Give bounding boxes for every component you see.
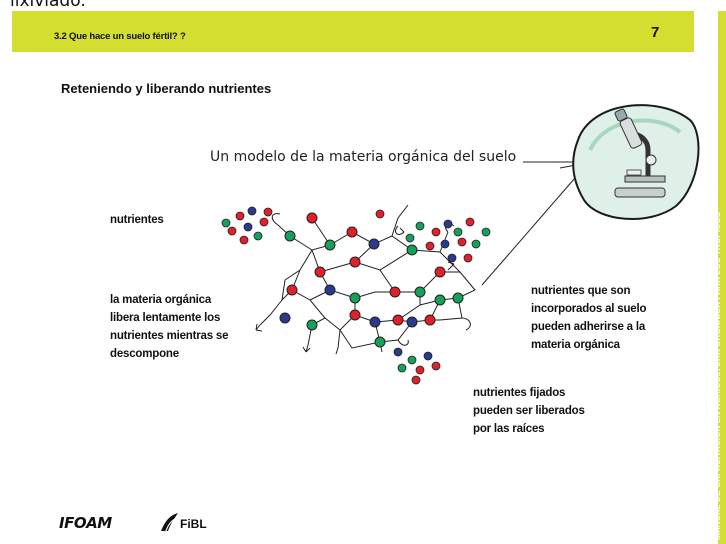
nutrient-node-red — [389, 286, 401, 298]
label-line: la materia orgánica — [110, 294, 212, 306]
nutrient-node-red — [349, 309, 361, 321]
label-line: nutrientes fijados — [473, 387, 566, 399]
free-nutrients-right — [375, 209, 491, 263]
pointer-line — [481, 177, 576, 286]
nutrient-node-red — [434, 266, 446, 278]
label-line: por las raíces — [473, 423, 545, 435]
nutrient-node-green — [374, 336, 386, 348]
side-stripe — [718, 11, 726, 544]
microscope-icon — [572, 104, 700, 220]
top-fragment: lixiviado. — [10, 0, 86, 11]
nutrient-node-red — [424, 314, 436, 326]
diagram-title: Un modelo de la materia orgánica del sue… — [210, 149, 517, 165]
nutrient-node-green — [324, 239, 336, 251]
label-fixed-nutrients: nutrientes fijados pueden ser liberados … — [473, 384, 585, 438]
free-nutrients-bottom — [393, 347, 441, 385]
label-line: descompone — [110, 348, 179, 360]
ifoam-logo: IFOAM — [59, 514, 112, 532]
nutrient-node-green — [406, 244, 418, 256]
label-line: pueden ser liberados — [473, 405, 585, 417]
nutrient-node-red — [349, 256, 361, 268]
section-title: Reteniendo y liberando nutrientes — [61, 81, 272, 96]
label-organic-matter: la materia orgánica libera lentamente lo… — [110, 291, 229, 363]
label-nutrients: nutrientes — [110, 211, 164, 229]
nutrient-node-blue — [406, 316, 418, 328]
label-line: pueden adherirse a la — [531, 321, 646, 333]
nutrient-node-red — [306, 212, 318, 224]
section-heading: 3.2 Que hace un suelo fértil? ? — [54, 31, 186, 42]
nutrient-node-blue — [279, 312, 291, 324]
header-bar — [12, 11, 694, 52]
nutrient-node-green — [284, 230, 296, 242]
nutrient-node-green — [452, 292, 464, 304]
nutrient-node-green — [306, 319, 318, 331]
label-incorporated-nutrients: nutrientes que son incorporados al suelo… — [531, 282, 647, 354]
label-line: nutrientes — [110, 214, 164, 226]
nutrient-node-green — [434, 294, 446, 306]
nutrient-node-red — [392, 314, 404, 326]
label-line: nutrientes que son — [531, 285, 631, 297]
nutrient-node-blue — [368, 238, 380, 250]
free-nutrients-left — [221, 206, 273, 245]
network-nodes — [279, 212, 464, 348]
label-line: incorporados al suelo — [531, 303, 647, 315]
nutrient-node-green — [414, 286, 426, 298]
label-line: libera lentamente los — [110, 312, 221, 324]
label-line: nutrientes mientras se — [110, 330, 229, 342]
nutrient-node-blue — [369, 316, 381, 328]
nutrient-node-red — [314, 266, 326, 278]
fibl-logo: FiBL — [180, 517, 207, 531]
nutrient-node-blue — [324, 284, 336, 296]
nutrient-node-red — [286, 284, 298, 296]
nutrient-node-green — [349, 292, 361, 304]
page-number: 7 — [651, 24, 660, 41]
fibl-logo-mark-icon — [161, 513, 178, 532]
nutrient-node-red — [346, 226, 358, 238]
label-line: materia orgánica — [531, 339, 620, 351]
